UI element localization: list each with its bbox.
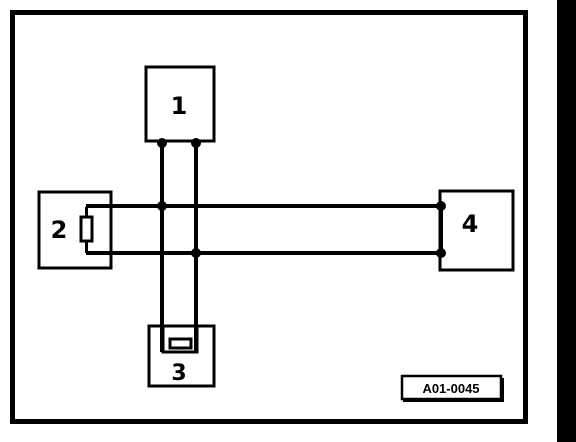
- component-3: 3: [147, 324, 216, 388]
- component-3-box: [147, 324, 216, 388]
- component-1-label: 1: [171, 92, 188, 120]
- resistor-symbol: [79, 215, 94, 243]
- reference-code-text: A01-0045: [422, 381, 479, 396]
- junction-dot: [191, 138, 201, 148]
- reference-code: A01-0045: [400, 374, 504, 402]
- component-1-box: [144, 65, 216, 143]
- component-1: 1: [144, 65, 216, 143]
- junctions: [157, 138, 446, 258]
- component-4-label: 4: [462, 210, 479, 238]
- side-bar: [557, 0, 576, 442]
- junction-dot: [157, 138, 167, 148]
- sensor-element: [168, 337, 193, 350]
- junction-dot: [157, 201, 167, 211]
- wiring: [86, 142, 443, 352]
- junction-dot: [436, 201, 446, 211]
- reference-code-shadow-side: [501, 378, 504, 402]
- component-4: 4: [438, 189, 515, 272]
- component-3-label: 3: [171, 361, 186, 386]
- component-2-label: 2: [51, 216, 68, 244]
- junction-dot: [191, 248, 201, 258]
- component-2: 2: [37, 190, 113, 270]
- reference-code-shadow: [403, 399, 503, 402]
- junction-dot: [436, 248, 446, 258]
